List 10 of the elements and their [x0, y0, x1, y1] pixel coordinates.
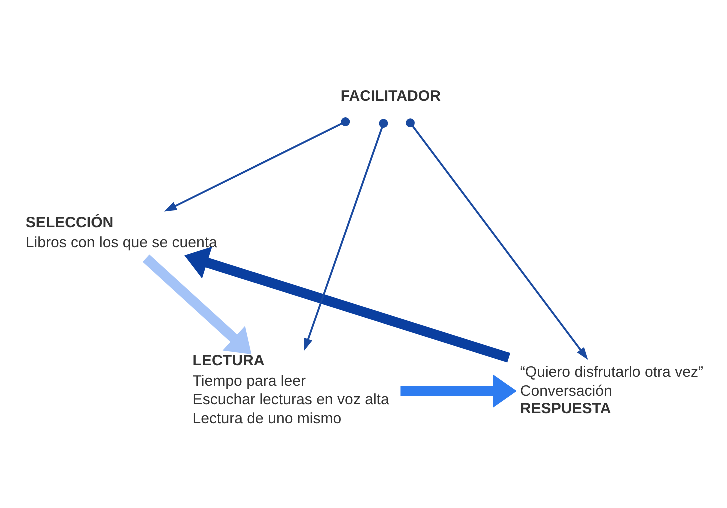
arrow — [142, 254, 252, 354]
node-text: “Quiero disfrutarlo otra vez” Conversación RESPUESTA — [520, 364, 704, 417]
node-text: FACILITADOR — [340, 87, 441, 104]
node-text: SELECCIÓN Libros con los que se cuenta — [26, 214, 218, 252]
arrow — [184, 246, 511, 362]
arrow — [164, 117, 350, 212]
arrow — [304, 118, 388, 351]
arrow — [400, 374, 517, 408]
node-text: LECTURA Tiempo para leer Escuchar lecturas en voz alta Lectura de uno mismo — [192, 352, 390, 427]
arrow — [406, 118, 588, 360]
